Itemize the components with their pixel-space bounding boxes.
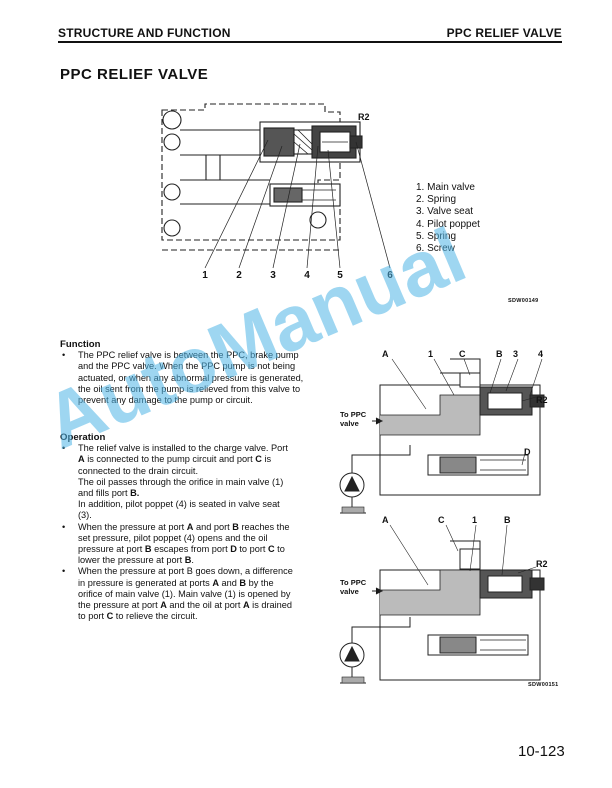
operation-text: In addition, pilot poppet (4) is seated …: [78, 499, 280, 510]
port-label: A: [160, 600, 167, 611]
operation-text: orifice of main valve (1). Main valve (1…: [78, 588, 291, 599]
operation-text: to port: [78, 611, 107, 622]
header-rule: [58, 41, 562, 43]
port-label: B: [232, 521, 239, 532]
legend-item: 6. Screw: [416, 243, 455, 255]
operation-text: set pressure, pilot poppet (4) opens and…: [78, 532, 268, 543]
figure-2-lower-label-r2: R2: [536, 559, 548, 569]
function-bullet: •The PPC relief valve is between the PPC…: [62, 350, 304, 406]
port-label: B: [184, 555, 192, 566]
operation-text: by the: [246, 577, 274, 588]
operation-text: pressure at port: [78, 544, 145, 555]
function-section: Function •The PPC relief valve is betwee…: [60, 339, 308, 406]
operation-heading: Operation: [60, 432, 106, 443]
function-bullet-text: The PPC relief valve is between the PPC,…: [78, 350, 304, 406]
parts-legend: 1. Main valve 2. Spring 3. Valve seat 4.…: [416, 182, 480, 255]
operation-text: and the oil at port: [166, 600, 243, 611]
figure-2-upper-label-d: D: [524, 447, 531, 457]
operation-text: is: [261, 454, 272, 465]
port-label: A: [186, 521, 194, 532]
figure-2-upper-label-b: B: [496, 349, 503, 359]
operation-text: (3).: [78, 510, 92, 521]
operation-bullet-1: • The relief valve is installed to the c…: [60, 443, 308, 521]
figure-2-operation-diagrams: A 1 C B 3 4 R2 D A C 1 B R2 To PPC valve…: [339, 349, 548, 684]
legend-item: 4. Pilot poppet: [416, 218, 480, 230]
operation-text: escapes from port: [151, 544, 231, 555]
operation-text: to: [274, 544, 285, 555]
legend-item: 2. Spring: [416, 194, 457, 206]
figure-1-callout-3: 3: [270, 270, 276, 281]
header-page-topic: PPC RELIEF VALVE: [446, 26, 562, 40]
operation-text: The relief valve is installed to the cha…: [78, 443, 288, 454]
figure-2-upper-label-a: A: [382, 349, 389, 359]
legend-item: 1. Main valve: [416, 182, 475, 193]
figure-2-upper-valve: valve: [340, 419, 359, 428]
operation-text: .: [191, 555, 194, 566]
figure-1-label-r2: R2: [358, 112, 370, 122]
port-label: D: [230, 544, 237, 555]
operation-section: Operation • The relief valve is installe…: [60, 432, 308, 622]
page-title: PPC RELIEF VALVE: [60, 66, 209, 83]
figure-2-lower-to-ppc: To PPC: [340, 578, 367, 587]
operation-text: When the pressure at port: [78, 521, 187, 532]
legend-item: 3. Valve seat: [416, 206, 474, 218]
operation-bullet-2: • When the pressure at port A and port B…: [60, 522, 308, 567]
figure-2-upper-label-1: 1: [428, 349, 433, 359]
port-label: B: [239, 577, 247, 588]
figure-2-code: SDW00151: [528, 682, 559, 688]
port-label: C: [106, 611, 114, 622]
figure-1-callout-5: 5: [337, 270, 343, 281]
figure-1-callout-2: 2: [236, 270, 242, 281]
operation-text: lower the pressure at port: [78, 555, 185, 566]
figure-2-lower-label-b: B: [504, 515, 511, 525]
port-label: A: [78, 454, 85, 465]
legend-item: 5. Spring: [416, 230, 457, 242]
port-label: A: [212, 577, 219, 588]
operation-text: When the pressure at port B goes down, a…: [78, 566, 293, 577]
port-label: B.: [130, 488, 140, 499]
figure-1-callout-6: 6: [387, 270, 393, 281]
port-label: A: [242, 600, 250, 611]
figure-2-lower-label-1: 1: [472, 515, 477, 525]
operation-text: the pressure at port: [78, 600, 161, 611]
header-section-title: STRUCTURE AND FUNCTION: [58, 26, 231, 40]
figure-2-upper-label-3: 3: [513, 349, 518, 359]
port-label: C: [267, 544, 275, 555]
figure-2-lower-label-a: A: [382, 515, 389, 525]
figure-2-lower-label-c: C: [438, 515, 445, 525]
operation-text: in pressure is generated at ports: [78, 577, 213, 588]
operation-bullet-3: • When the pressure at port B goes down,…: [60, 566, 308, 622]
operation-text: is connected to the pump circuit and por…: [84, 454, 256, 465]
operation-text: reaches the: [238, 521, 290, 532]
function-heading: Function: [60, 339, 101, 350]
figure-2-upper-label-4: 4: [538, 349, 543, 359]
operation-text: is drained: [249, 600, 293, 611]
operation-text: connected to the drain circuit.: [78, 465, 199, 476]
port-label: C: [255, 454, 262, 465]
figure-2-upper-label-r2: R2: [536, 395, 548, 405]
figure-1-callout-4: 4: [304, 270, 310, 281]
operation-text: and fills port: [78, 488, 131, 499]
operation-text: and: [218, 577, 240, 588]
figure-2-lower-valve: valve: [340, 587, 359, 596]
figure-2-upper-to-ppc: To PPC: [340, 410, 367, 419]
figure-2-upper-label-c: C: [459, 349, 466, 359]
operation-text: The oil passes through the orifice in ma…: [78, 476, 284, 487]
port-label: B: [144, 544, 152, 555]
operation-text: and port: [193, 521, 233, 532]
figure-1-callout-1: 1: [202, 270, 208, 281]
figure-1-code: SDW00149: [508, 298, 539, 304]
page-number: 10-123: [518, 743, 565, 760]
operation-text: to port: [236, 544, 268, 555]
operation-text: to relieve the circuit.: [113, 611, 198, 622]
figure-1-cross-section: R2 1 2 3 4 5 6: [161, 103, 393, 281]
